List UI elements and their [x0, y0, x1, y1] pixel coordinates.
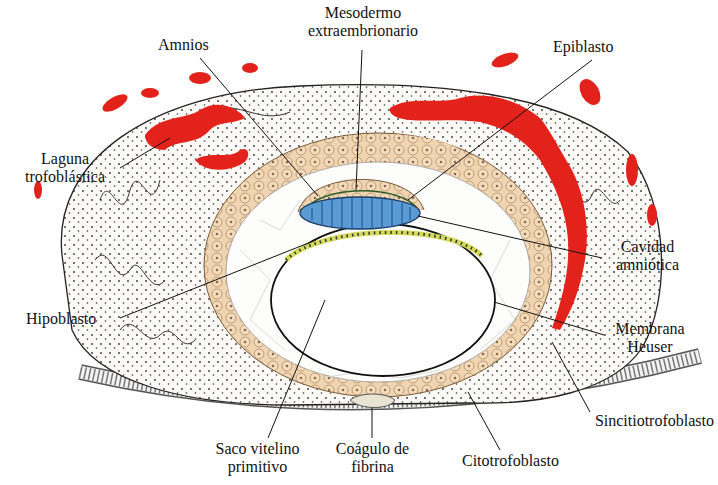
lacuna — [575, 75, 605, 108]
lacuna — [242, 63, 258, 73]
leader-line — [494, 302, 604, 335]
lacuna — [647, 204, 657, 226]
part-label: Citotrofoblasto — [462, 452, 592, 470]
part-label: Epiblasto — [553, 38, 653, 56]
hypoblast-cells — [286, 232, 482, 260]
strand — [120, 324, 195, 344]
epiblast-disc — [300, 197, 420, 229]
cytotrophoblast — [204, 133, 552, 397]
leader-line — [552, 342, 590, 412]
fiber — [260, 200, 300, 230]
part-label: Laguna trofoblástica — [10, 150, 120, 187]
epiblast-cells — [312, 197, 410, 229]
heuser-membrane — [271, 224, 495, 376]
part-label: Hipoblasto — [26, 310, 126, 328]
strand — [95, 255, 165, 285]
leader-line — [120, 240, 316, 318]
leader-line — [356, 50, 362, 190]
part-label: Coágulo de fibrina — [330, 440, 415, 477]
leader-line — [120, 138, 170, 168]
lacuna — [626, 154, 638, 186]
lacuna — [490, 50, 520, 71]
lacuna — [195, 149, 248, 170]
hypoblast — [286, 232, 482, 260]
leader-line — [372, 408, 373, 438]
fibrin-clot — [350, 394, 395, 408]
part-label: Mesodermo extraembrionario — [298, 4, 428, 41]
leader-line — [418, 216, 602, 258]
extraembryonic-reticulum — [226, 162, 530, 382]
part-label: Amnios — [158, 36, 238, 54]
lacuna — [189, 72, 211, 84]
leader-line — [268, 300, 325, 438]
strand — [100, 180, 160, 204]
leader-line — [200, 58, 318, 196]
leader-lines — [120, 50, 604, 450]
syncytiotrophoblast — [61, 85, 661, 405]
part-label: Cavidad amniótica — [600, 238, 695, 275]
part-label: Saco vitelino primitivo — [200, 440, 315, 477]
lacuna — [100, 91, 130, 115]
leader-line — [408, 60, 592, 200]
lacuna — [141, 88, 159, 98]
part-label: Sincitiotrofoblasto — [570, 412, 714, 430]
part-label: Membrana Heuser — [604, 320, 696, 357]
lacuna — [145, 105, 245, 150]
leader-line — [468, 392, 500, 450]
